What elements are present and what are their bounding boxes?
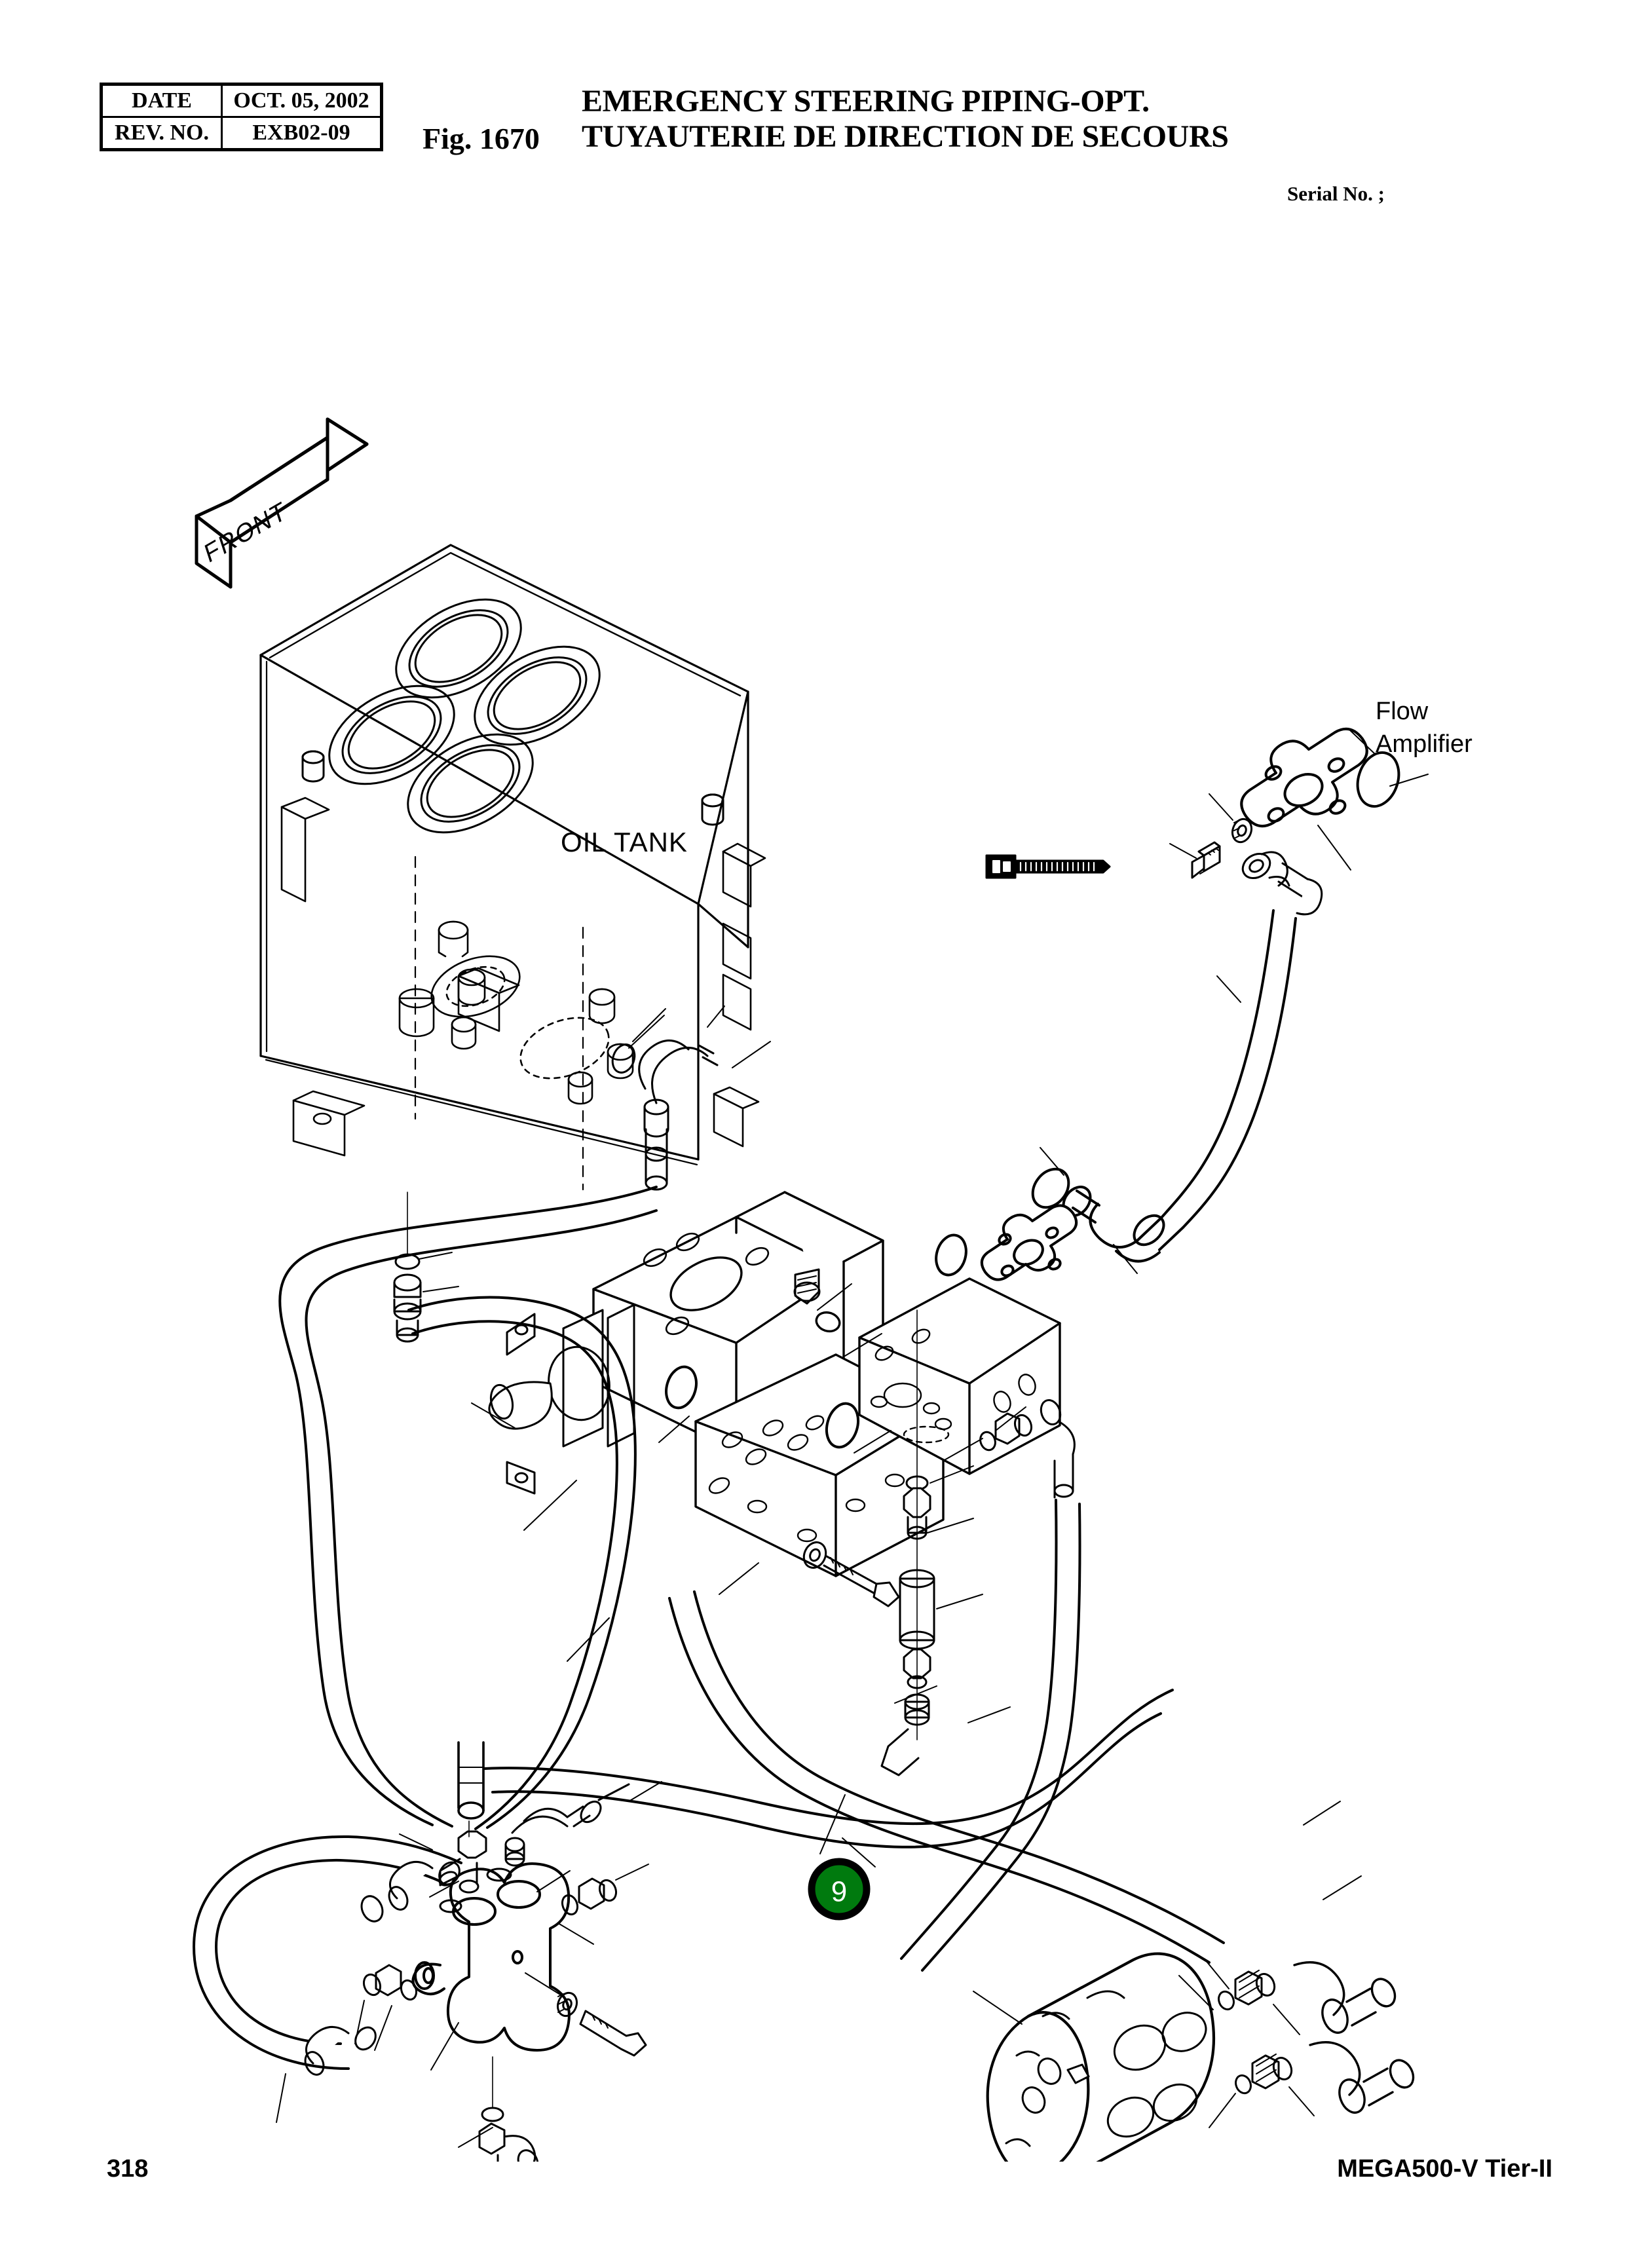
serial-number-label: Serial No. ;: [1287, 182, 1385, 205]
valve-block-assembly: [488, 1191, 1076, 1776]
steering-motor: [973, 1952, 1415, 2162]
callout-marker-9[interactable]: 9: [808, 1858, 871, 1921]
oil-tank-assembly: OIL TANK: [259, 544, 766, 1191]
steering-priority-valve: [193, 1741, 662, 2162]
page-footer: 318 MEGA500-V Tier-II: [0, 2155, 1652, 2201]
revision-table: DATE OCT. 05, 2002 REV. NO. EXB02-09: [100, 83, 383, 151]
hose-flow-amplifier: [1031, 909, 1297, 1274]
title-block: EMERGENCY STEERING PIPING-OPT. TUYAUTERI…: [582, 84, 1229, 155]
page-title-french: TUYAUTERIE DE DIRECTION DE SECOURS: [582, 119, 1229, 154]
flow-amplifier-label-line2: Amplifier: [1376, 730, 1473, 758]
flow-amplifier-assembly: Flow Amplifier: [1169, 698, 1473, 916]
hose-crossing-pair: [483, 1590, 1225, 1964]
date-value: OCT. 05, 2002: [221, 83, 383, 118]
tank-outlet-elbow: [611, 1005, 725, 1191]
date-label: DATE: [100, 83, 223, 118]
exploded-parts-drawing: FRONT: [0, 197, 1652, 2162]
page-title-english: EMERGENCY STEERING PIPING-OPT.: [582, 84, 1150, 119]
table-row: REV. NO. EXB02-09: [100, 116, 383, 151]
flow-amplifier-label-line1: Flow: [1376, 698, 1429, 725]
cable-tie: [985, 854, 1111, 879]
hose-left-secondary: [407, 1296, 637, 1830]
leader-lines: [471, 1015, 1362, 1900]
left-port-fitting: [393, 1192, 459, 1343]
callout-number-label: 9: [831, 1876, 847, 1908]
figure-number: Fig. 1670: [422, 122, 540, 155]
table-row: DATE OCT. 05, 2002: [100, 83, 383, 118]
hose-right-vertical-pair: [900, 1499, 1081, 1972]
hose-tank-to-steering: [278, 1186, 658, 1828]
drawing-canvas: FRONT: [193, 417, 1473, 2162]
right-valve-flange: [935, 1204, 1078, 1281]
rev-no-label: REV. NO.: [100, 116, 223, 151]
page-number: 318: [107, 2155, 149, 2183]
model-designation: MEGA500-V Tier-II: [1337, 2155, 1552, 2183]
oil-tank-label: OIL TANK: [561, 827, 688, 857]
front-direction-arrow: FRONT: [195, 417, 369, 589]
page-header: DATE OCT. 05, 2002 REV. NO. EXB02-09 Fig…: [0, 0, 1652, 223]
rev-no-value: EXB02-09: [221, 116, 383, 151]
